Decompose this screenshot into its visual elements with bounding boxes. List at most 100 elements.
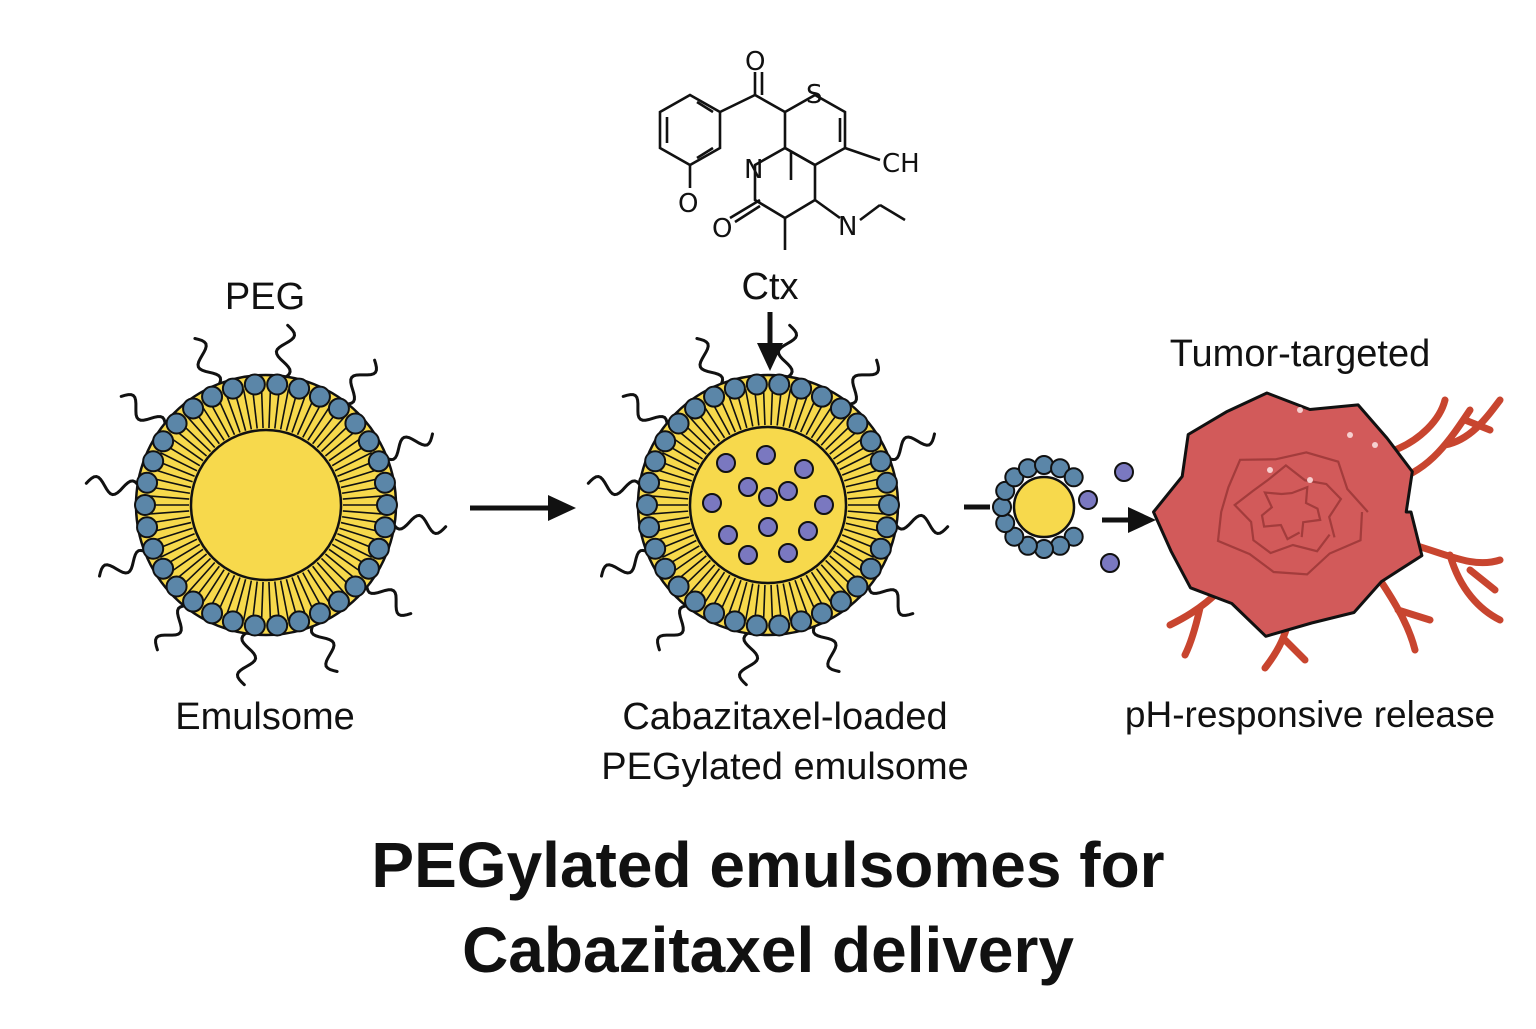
emulsome-label: Emulsome <box>175 696 355 738</box>
lipid-tail-stripe <box>169 548 204 574</box>
lipid-head <box>745 373 768 396</box>
peg-chain <box>891 513 950 536</box>
ctx-label: Ctx <box>741 266 799 308</box>
lipid-tail-stripe <box>340 521 382 533</box>
lipid-head <box>142 537 165 560</box>
lipid-tail-stripe <box>671 550 704 574</box>
lipid-tail-stripe <box>225 577 241 617</box>
lipid-head <box>308 602 331 625</box>
lipid-tail-stripe <box>655 468 692 482</box>
lipid-head <box>1017 458 1038 479</box>
lipid-tail-stripe <box>847 495 886 500</box>
drug-molecule <box>798 521 818 541</box>
lipid-tail-stripe <box>260 387 264 429</box>
arrow-head <box>1128 507 1156 533</box>
lipid-head <box>1017 535 1038 556</box>
peg-chain <box>811 619 841 673</box>
lipid-head <box>182 397 205 420</box>
lipid-head <box>288 377 311 400</box>
atom-ring-nitrogen: N <box>744 155 763 185</box>
lipid-tail-stripe <box>655 528 692 542</box>
lipid-head <box>357 430 380 453</box>
peg-chain <box>842 358 880 406</box>
lipid-head <box>221 377 244 400</box>
tumor-texture <box>1260 485 1322 541</box>
small-particle-core <box>1012 475 1076 539</box>
tumor-speck <box>1267 467 1273 473</box>
peg-chain <box>600 548 654 578</box>
arrow-head <box>548 495 576 521</box>
tumor-mass <box>1152 391 1424 638</box>
atom-ring-oxygen: O <box>678 189 698 219</box>
lipid-tail-stripe <box>810 571 833 605</box>
lipid-tail-stripe <box>342 510 384 515</box>
lipid-tail-stripe <box>727 393 742 430</box>
drug-molecule <box>702 493 722 513</box>
lipid-tail-stripe <box>794 580 809 617</box>
lipid-head <box>201 602 224 625</box>
blood-vessel <box>1376 576 1434 654</box>
lipid-head <box>703 385 726 408</box>
lipid-tail-stripe <box>839 539 875 559</box>
lipid-head <box>327 590 350 613</box>
lipid-tail-stripe <box>328 436 363 462</box>
tumor-illustration <box>1152 391 1504 672</box>
lipid-tail-stripe <box>703 405 726 439</box>
lipid-head <box>869 537 892 560</box>
peg-chain <box>193 337 223 391</box>
lipid-tail-stripe <box>291 577 307 617</box>
lipid-tail-stripe <box>744 583 754 621</box>
lipid-head <box>327 397 350 420</box>
lipid-head <box>684 590 707 613</box>
lipid-head <box>134 494 156 516</box>
drug-molecule <box>778 543 798 563</box>
lipid-tail-stripe <box>316 416 346 449</box>
released-drug <box>1114 462 1134 482</box>
lipid-head <box>846 412 869 435</box>
lipid-head <box>768 373 791 396</box>
lipid-tail-stripe <box>148 495 190 500</box>
peg-chain <box>656 604 694 652</box>
lipid-head <box>1004 526 1025 547</box>
lipid-head <box>266 373 289 396</box>
lipid-head <box>638 471 661 494</box>
lipid-head <box>829 590 852 613</box>
lipid-tail-stripe <box>782 389 792 427</box>
peg-chain <box>235 628 258 687</box>
lipid-head <box>1004 467 1025 488</box>
arrow-head <box>757 343 783 371</box>
lipid-tail-stripe <box>671 436 704 460</box>
lipid-head <box>829 397 852 420</box>
lipid-tail-stripe <box>150 477 192 489</box>
lipid-head <box>644 537 667 560</box>
lipid-tail-stripe <box>661 539 697 559</box>
lipid-tail-stripe <box>159 451 198 472</box>
lipid-head <box>638 516 661 539</box>
lipid-tail-stripe <box>794 393 809 430</box>
peg-chain <box>340 358 378 406</box>
arrow-emulsome-to-loaded <box>470 495 576 521</box>
lipid-head <box>644 450 667 473</box>
lipid-head <box>1063 467 1084 488</box>
drug-molecule <box>756 445 776 465</box>
tumor-speck <box>1372 442 1378 448</box>
loaded-label-line2: PEGylated emulsome <box>601 746 969 788</box>
lipid-head <box>136 471 159 494</box>
peg-chain <box>380 432 434 462</box>
loaded-emulsome-particle <box>586 323 950 687</box>
lipid-head <box>243 373 266 396</box>
peg-chain <box>882 432 936 462</box>
lipid-tail-stripe <box>650 510 689 515</box>
tumor-speck <box>1347 432 1353 438</box>
lipid-tail-stripe <box>225 393 241 433</box>
peg-chain <box>389 513 448 536</box>
loaded-label-line1: Cabazitaxel-loaded <box>622 696 948 738</box>
lipid-tail-stripe <box>307 569 331 605</box>
lipid-tail-stripe <box>153 527 193 542</box>
lipid-tail-stripe <box>201 569 225 605</box>
lipid-tail-stripe <box>340 477 382 489</box>
lipid-tail-stripe <box>832 436 865 460</box>
lipid-tail-stripe <box>703 571 726 605</box>
lipid-tail-stripe <box>770 387 774 426</box>
